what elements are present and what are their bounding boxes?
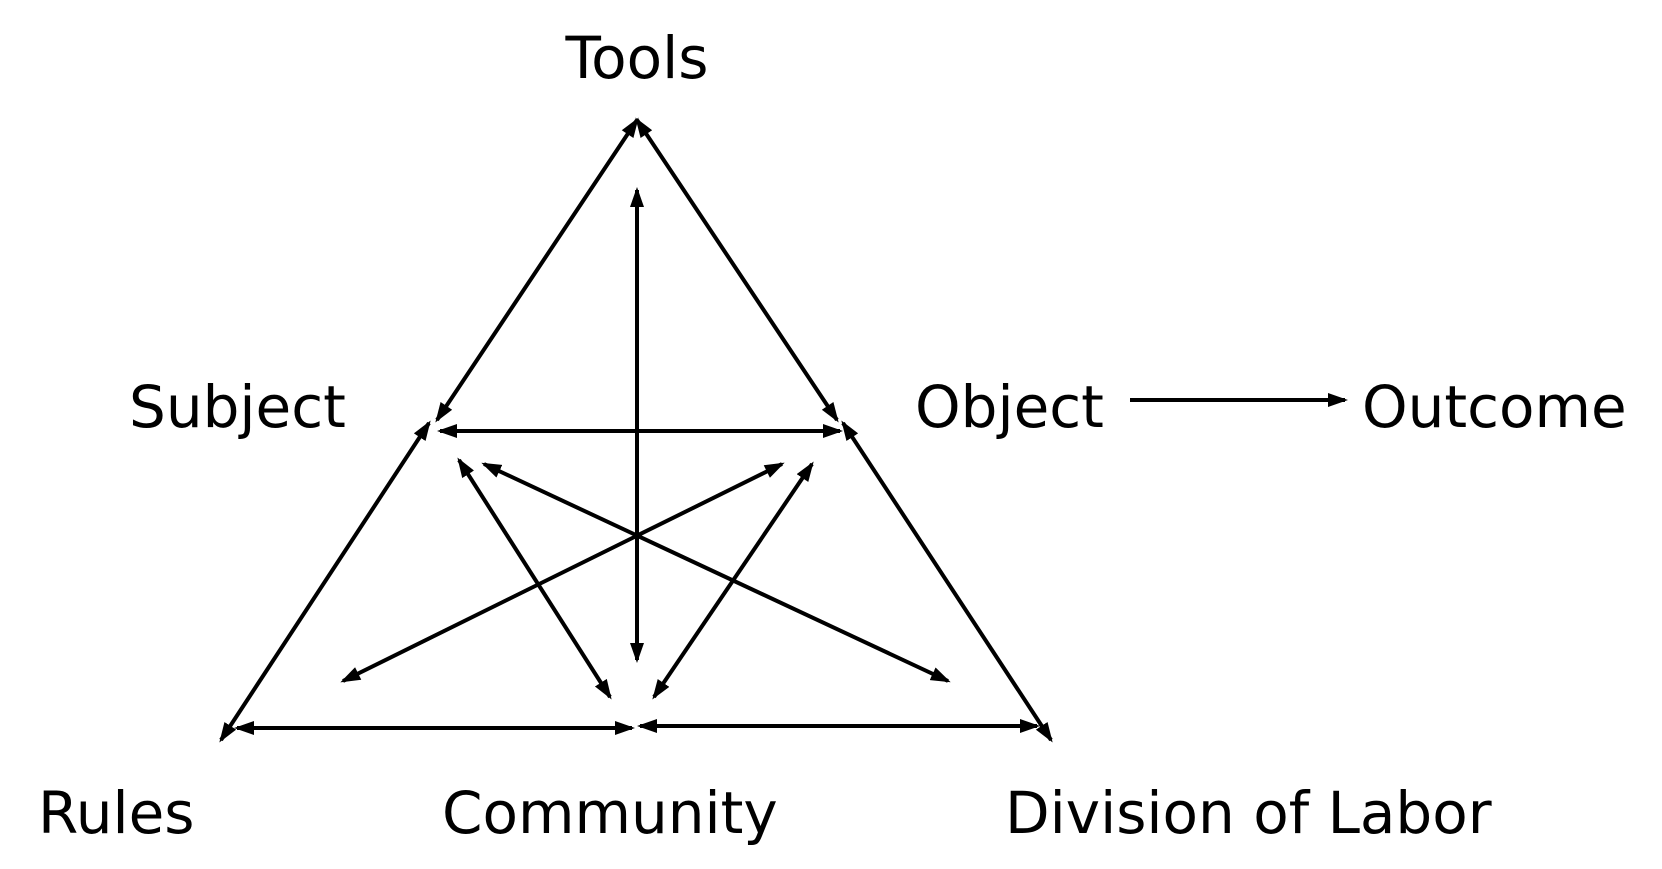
edge-subject-rules — [219, 420, 431, 743]
edge-subject-community — [457, 457, 612, 700]
edge-tools-object — [635, 117, 839, 423]
subject-label: Subject — [129, 373, 346, 441]
division-of-labor-label: Division of Labor — [1005, 779, 1492, 847]
edge-object-division-of-labor — [841, 420, 1053, 743]
rules-label: Rules — [38, 779, 194, 847]
outcome-label: Outcome — [1362, 373, 1627, 441]
community-label: Community — [442, 779, 778, 847]
edge-object-rules — [340, 462, 785, 683]
object-label: Object — [915, 373, 1104, 441]
edge-tools-subject — [435, 117, 639, 423]
tools-label: Tools — [565, 24, 709, 92]
